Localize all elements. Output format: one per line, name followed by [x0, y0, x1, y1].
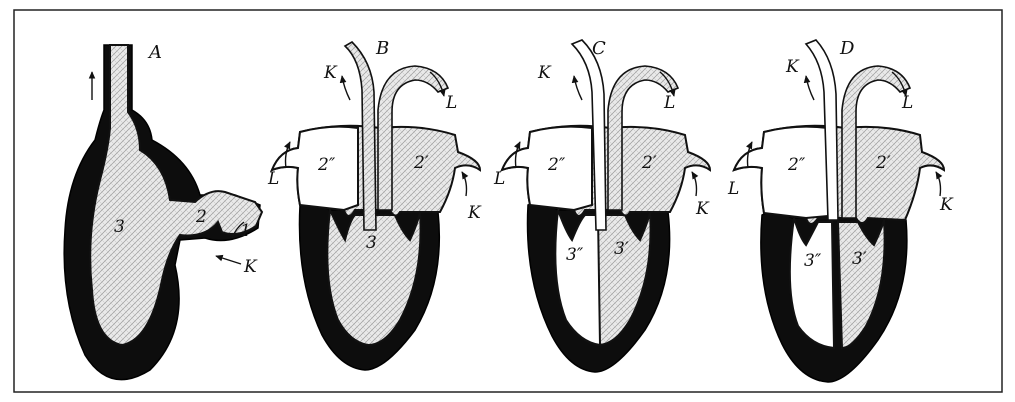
- panel-b-k-label-top: K: [323, 63, 338, 83]
- panel-c-chamber-2pp: 2″: [547, 155, 566, 175]
- panel-b-chamber-3: 3: [366, 233, 377, 253]
- panel-b-l-label-top: L: [445, 93, 457, 113]
- panel-c-chamber-3pp: 3″: [566, 245, 584, 265]
- panel-d-chamber-3p: 3′: [852, 249, 867, 269]
- panel-c-l-label-left: L: [493, 169, 505, 189]
- panel-c-chamber-3p: 3′: [614, 239, 629, 259]
- panel-a-chamber-3: 3: [114, 217, 125, 237]
- panel-a-chamber-1: 1: [240, 221, 251, 241]
- panel-c-l-label-top: L: [663, 93, 675, 113]
- panel-b-letter: B: [375, 38, 389, 59]
- panel-a-chamber-2: 2: [195, 207, 207, 227]
- panel-b-chamber-2p: 2′: [413, 153, 429, 173]
- panel-d-chamber-3pp: 3″: [804, 251, 822, 271]
- panel-d-l-label-left: L: [727, 179, 739, 199]
- panel-d-l-label-top: L: [901, 93, 913, 113]
- panel-d-chamber-2p: 2′: [875, 153, 891, 173]
- panel-d-letter: D: [839, 38, 855, 59]
- panel-a-k-label: K: [243, 257, 258, 277]
- panel-c-letter: C: [592, 38, 606, 59]
- panel-c-k-label-right: K: [695, 199, 710, 219]
- panel-d-k-label-top: K: [785, 57, 800, 77]
- panel-d-k-label-right: K: [939, 195, 954, 215]
- panel-b-l-label-left: L: [267, 169, 279, 189]
- panel-c-chamber-2p: 2′: [641, 153, 657, 173]
- panel-b-chamber-2pp: 2″: [317, 155, 336, 175]
- panel-b-k-label-right: K: [467, 203, 482, 223]
- panel-d-chamber-2pp: 2″: [787, 155, 806, 175]
- panel-a-letter: A: [147, 42, 162, 63]
- panel-c-k-label-top: K: [537, 63, 552, 83]
